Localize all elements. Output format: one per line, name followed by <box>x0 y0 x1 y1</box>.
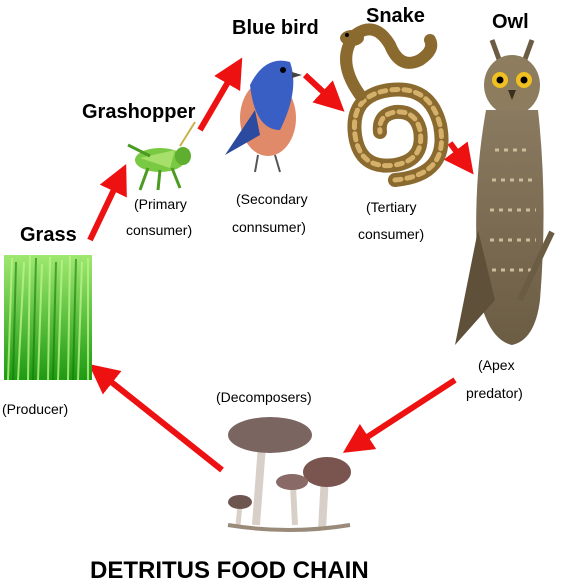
owl-role-line1: (Apex <box>478 357 515 373</box>
grasshopper-icon <box>127 121 196 191</box>
arrow-grasshopper-to-bluebird <box>197 57 243 132</box>
grasshopper-role-line2: consumer) <box>126 222 192 238</box>
grass-icon <box>4 254 92 381</box>
owl-role-line2: predator) <box>466 385 523 401</box>
diagram-title: DETRITUS FOOD CHAIN <box>90 557 369 584</box>
bluebird-role-line1: (Secondary <box>236 191 308 207</box>
snake-role-line1: (Tertiary <box>366 199 417 215</box>
grasshopper-role-line1: (Primary <box>134 196 187 212</box>
snake-icon <box>340 23 449 187</box>
arrows <box>87 57 474 473</box>
arrow-grass-to-grasshopper <box>87 163 127 242</box>
bluebird-icon <box>225 60 302 173</box>
grass-role-label: (Producer) <box>2 401 68 417</box>
arrow-snake-to-owl <box>443 141 474 175</box>
grasshopper-label: Grashopper <box>82 101 196 123</box>
arrow-bluebird-to-snake <box>302 72 345 112</box>
grass-label: Grass <box>20 224 77 246</box>
owl-icon <box>455 39 555 345</box>
decomposers-role-label: (Decomposers) <box>216 389 312 405</box>
bluebird-label: Blue bird <box>232 17 319 39</box>
mushroom-icon <box>227 417 351 532</box>
bluebird-role-line2: connsumer) <box>232 219 306 235</box>
arrow-decomposers-to-grass <box>88 364 224 473</box>
owl-label: Owl <box>492 11 529 33</box>
arrow-owl-to-decomposers <box>342 377 457 453</box>
snake-role-line2: consumer) <box>358 226 424 242</box>
snake-label: Snake <box>366 5 425 27</box>
